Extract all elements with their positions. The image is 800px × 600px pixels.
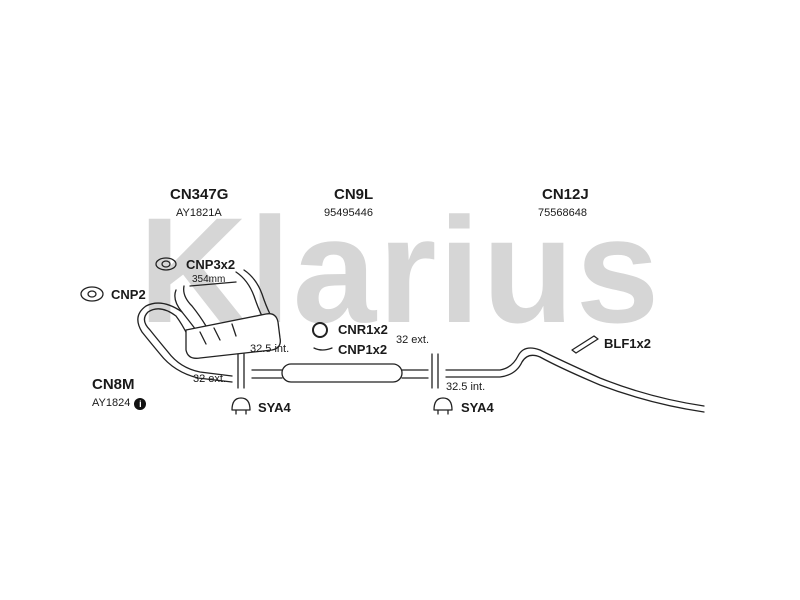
catalyst-body-cn347g <box>185 313 281 359</box>
clamp-left-a <box>237 353 245 389</box>
part-code-cn8m: CN8M <box>92 376 135 393</box>
fitting-sya4-right: SYA4 <box>461 400 494 415</box>
part-code-cn9l: CN9L <box>334 186 374 203</box>
gasket-cnp2-inner <box>87 290 97 298</box>
dimension-right-int: 32.5 int. <box>446 381 486 393</box>
dimension-line-354 <box>189 281 237 287</box>
dimension-right-ext: 32 ext. <box>396 334 430 346</box>
part-number-cn8m-text: AY1824 <box>92 397 131 409</box>
fitting-cnp2: CNP2 <box>111 287 146 302</box>
clamp-cnp1x2 <box>313 347 333 351</box>
gasket-cnp2 <box>80 286 104 302</box>
info-icon: i <box>134 398 147 410</box>
fitting-cnp1x2: CNP1x2 <box>338 342 388 357</box>
hanger-sya4-right <box>433 397 453 415</box>
part-number-cn347g: AY1821A <box>176 207 222 219</box>
part-number-cn9l: 95495446 <box>324 207 373 219</box>
spring-blf1x2 <box>571 335 599 354</box>
part-number-cn12j: 75568648 <box>538 207 587 219</box>
middle-box-cn9l <box>281 363 403 383</box>
catalyst-detail <box>199 323 237 345</box>
dimension-354mm: 354mm <box>192 274 226 285</box>
fitting-cnr1x2: CNR1x2 <box>338 322 388 337</box>
fitting-sya4-left: SYA4 <box>258 400 291 415</box>
gasket-cnp3x2 <box>155 257 177 271</box>
tail-pipe-cn12j <box>445 347 705 413</box>
fitting-blf1x2: BLF1x2 <box>604 336 651 351</box>
rubber-ring-cnr1x2 <box>312 322 328 338</box>
fitting-cnp3x2: CNP3x2 <box>186 257 236 272</box>
part-code-cn12j: CN12J <box>542 186 589 203</box>
front-pipe-cn8m <box>137 302 233 383</box>
pipe-to-middle-box <box>251 369 283 379</box>
manifold-pipes <box>174 269 271 331</box>
clamp-right-a <box>431 353 439 389</box>
pipe-from-middle-box <box>401 369 429 379</box>
dimension-left-ext: 32 ext. <box>193 373 227 385</box>
hanger-sya4-left <box>231 397 251 415</box>
part-code-cn347g: CN347G <box>170 186 229 203</box>
dimension-left-int: 32.5 int. <box>250 343 290 355</box>
gasket-cnp3x2-inner <box>161 260 171 268</box>
